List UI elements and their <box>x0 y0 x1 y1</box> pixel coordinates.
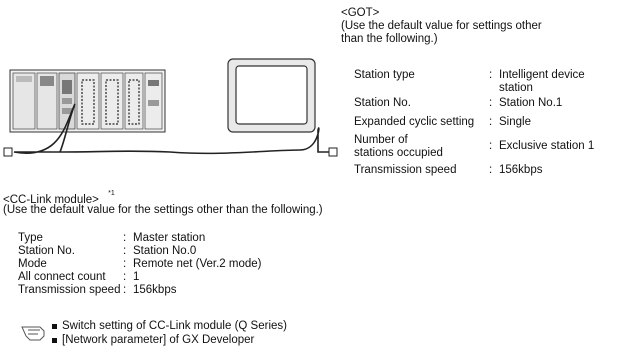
cclink-setting-label: Type <box>18 232 43 244</box>
reference-item[interactable]: Switch setting of CC-Link module (Q Seri… <box>52 320 287 333</box>
cclink-note: (Use the default value for the settings … <box>3 204 323 216</box>
cclink-setting-sep: : <box>123 258 127 270</box>
cclink-heading: <CC-Link module> *1 <box>3 190 115 206</box>
got-setting-label: Transmission speed <box>354 164 457 176</box>
got-setting-label: Expanded cyclic setting <box>354 116 475 128</box>
cclink-setting-label: All connect count <box>18 271 106 283</box>
got-setting-label: Station No. <box>354 97 411 109</box>
cclink-setting-value: Remote net (Ver.2 mode) <box>133 258 262 270</box>
bullet-icon <box>52 338 57 343</box>
cclink-settings-table: Type : Master station Station No. : Stat… <box>18 0 318 320</box>
cclink-setting-sep: : <box>123 232 127 244</box>
got-setting-sep: : <box>489 116 493 128</box>
cclink-setting-value: 1 <box>133 271 140 283</box>
got-setting-sep: : <box>489 69 493 81</box>
got-setting-label-cont: stations occupied <box>354 147 443 159</box>
cclink-setting-value: Master station <box>133 232 206 244</box>
got-setting-value: Station No.1 <box>499 97 563 109</box>
got-setting-label: Number of <box>354 134 408 146</box>
footnote-mark: *1 <box>108 190 115 197</box>
got-setting-sep: : <box>489 97 493 109</box>
cclink-setting-label: Station No. <box>18 245 75 257</box>
got-setting-value: 156kbps <box>499 164 543 176</box>
cclink-setting-label: Transmission speed <box>18 284 121 296</box>
reference-icon <box>21 326 45 341</box>
cclink-setting-sep: : <box>123 245 127 257</box>
cclink-setting-sep: : <box>123 271 127 283</box>
cclink-setting-value: Station No.0 <box>133 245 197 257</box>
got-note-line1: (Use the default value for settings othe… <box>341 20 542 32</box>
got-setting-sep: : <box>489 164 493 176</box>
cclink-setting-sep: : <box>123 284 127 296</box>
got-heading: <GOT> <box>341 7 380 19</box>
bullet-icon <box>52 324 57 329</box>
got-setting-value-cont: station <box>499 82 533 94</box>
got-setting-value: Intelligent device <box>499 69 585 81</box>
terminator-right <box>328 147 338 157</box>
got-note-line2: than the following.) <box>341 33 438 45</box>
cclink-setting-label: Mode <box>18 258 47 270</box>
reference-item[interactable]: [Network parameter] of GX Developer <box>52 334 254 347</box>
got-setting-sep: : <box>489 140 493 152</box>
got-settings-table: Station type : Intelligent device statio… <box>354 0 639 200</box>
got-setting-value: Single <box>499 116 531 128</box>
terminator-left <box>3 147 13 157</box>
got-unit <box>227 58 316 133</box>
cclink-setting-value: 156kbps <box>133 284 177 296</box>
got-setting-label: Station type <box>354 69 415 81</box>
got-setting-value: Exclusive station 1 <box>499 140 595 152</box>
